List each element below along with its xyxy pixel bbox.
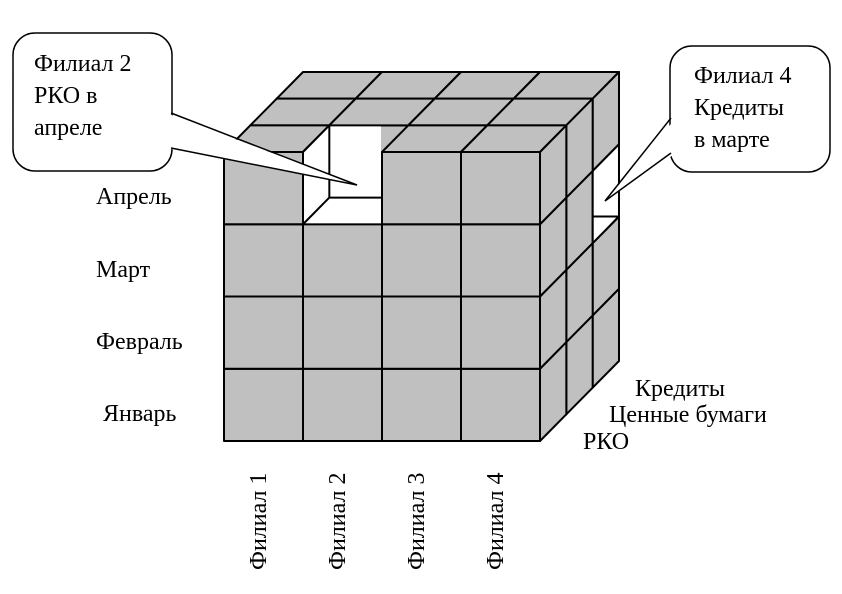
cell-front-face: [381, 367, 462, 442]
callout-left: Филиал 2 РКО в апреле: [12, 32, 358, 186]
cell-front-face: [460, 223, 541, 298]
cube-cells: [223, 70, 620, 442]
hole-edge: [302, 124, 331, 153]
cell-front-face: [223, 223, 304, 298]
month-label-april: Апрель: [96, 184, 172, 210]
cell-right-face: [539, 124, 568, 226]
cell-front-face: [302, 367, 383, 442]
cube-cell: [460, 124, 568, 226]
branch-label-4: Филиал 4: [483, 473, 509, 570]
hole-edge: [591, 143, 620, 172]
product-label-credits: Кредиты: [635, 376, 725, 402]
product-label-rko: РКО: [583, 429, 629, 455]
month-label-january: Январь: [103, 401, 177, 427]
callout-left-line-3: апреле: [34, 115, 102, 141]
hole-edge: [302, 196, 331, 225]
cell-front-face: [223, 367, 304, 442]
hole-filial4-march-credits: [593, 145, 618, 243]
callout-right-line-3: в марте: [694, 127, 770, 153]
hole-filial2-april-rko: [304, 126, 381, 224]
callout-right-line-2: Кредиты: [694, 95, 784, 121]
cell-front-face: [460, 151, 541, 226]
callout-left-line-2: РКО в: [34, 83, 97, 109]
month-label-march: Март: [96, 257, 151, 283]
cell-front-face: [381, 151, 462, 226]
branch-label-3: Филиал 3: [404, 473, 430, 570]
branch-label-1: Филиал 1: [246, 473, 272, 570]
hole-edge: [591, 215, 620, 244]
cell-front-face: [302, 223, 383, 298]
branch-label-2: Филиал 2: [325, 473, 351, 570]
callout-left-line-1: Филиал 2: [34, 51, 131, 77]
cell-front-face: [460, 295, 541, 370]
product-label-securities: Ценные бумаги: [609, 402, 767, 428]
cell-front-face: [223, 295, 304, 370]
cell-front-face: [460, 367, 541, 442]
cell-front-face: [302, 295, 383, 370]
callout-right: Филиал 4 Кредиты в марте: [604, 45, 831, 202]
missing-cells: [302, 124, 620, 244]
cell-front-face: [381, 295, 462, 370]
month-label-february: Февраль: [96, 329, 183, 355]
cell-front-face: [381, 223, 462, 298]
callout-right-line-1: Филиал 4: [694, 63, 791, 89]
